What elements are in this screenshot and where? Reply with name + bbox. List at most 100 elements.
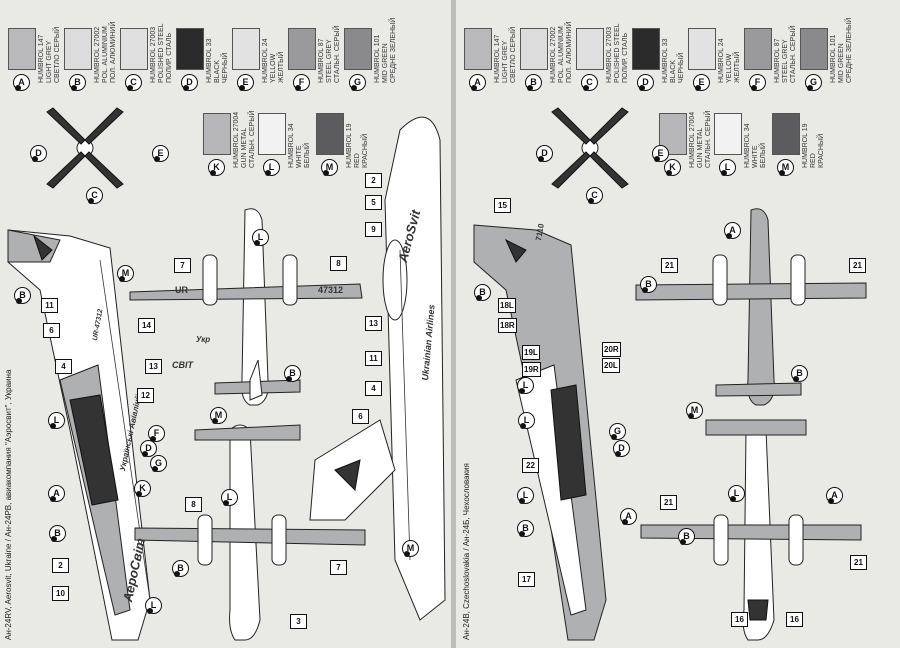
decal-number: 12: [137, 388, 154, 403]
color-callout: M: [117, 265, 134, 282]
bottom-view-aircraft: [640, 419, 862, 641]
color-callout: B: [49, 525, 66, 542]
paint-label: HUMBROL 34: [288, 123, 295, 168]
paint-label: LIGHT GREY: [46, 40, 53, 83]
paint-swatch: [714, 113, 742, 155]
decal-number: 19R: [522, 362, 541, 377]
paint-label: MID GREEN: [382, 43, 389, 83]
top-view-aircraft: [129, 208, 363, 406]
color-callout: L: [221, 489, 238, 506]
svit-marking: СВІТ: [172, 360, 193, 370]
color-callout: F: [148, 425, 165, 442]
decal-number: 8: [330, 256, 347, 271]
color-callout: L: [252, 229, 269, 246]
paint-swatch: [203, 113, 231, 155]
tail-code-marking: 47312: [318, 285, 344, 295]
paint-code-badge: E: [237, 74, 254, 91]
decal-number: 16: [786, 612, 803, 627]
paint-label: СТАЛЬН. СЕРЫЙ: [334, 25, 341, 83]
paint-swatch: [258, 113, 286, 155]
decal-number: 21: [850, 555, 867, 570]
decal-number: 15: [494, 198, 511, 213]
paint-label: HUMBROL 147: [38, 34, 45, 83]
color-callout: G: [609, 423, 626, 440]
color-callout: B: [640, 276, 657, 293]
paint-swatch: [344, 28, 372, 70]
decal-number: 3: [290, 614, 307, 629]
paint-label: HUMBROL 27003: [150, 26, 157, 83]
paint-label: GUN METAL: [697, 127, 704, 168]
color-callout: D: [140, 440, 157, 457]
color-callout: B: [678, 528, 695, 545]
aircraft-drawings-right: [473, 107, 867, 641]
paint-swatch: [176, 28, 204, 70]
color-callout: L: [728, 485, 745, 502]
color-callout: C: [86, 187, 103, 204]
decal-number: 19L: [522, 345, 540, 360]
color-callout: M: [402, 540, 419, 557]
paint-label: ПОЛ. АЛЮМИНИЙ: [110, 21, 117, 83]
decal-number: 4: [365, 381, 382, 396]
decal-number: 7: [330, 560, 347, 575]
decal-number: 6: [43, 323, 60, 338]
paint-label: СТАЛЬН. СЕРЫЙ: [790, 25, 797, 83]
decal-number: 20L: [602, 358, 620, 373]
paint-label: HUMBROL 34: [744, 123, 751, 168]
paint-label: СВЕТЛО СЕРЫЙ: [54, 26, 61, 83]
color-callout: A: [620, 508, 637, 525]
color-callout: D: [613, 440, 630, 457]
paint-swatch: [64, 28, 92, 70]
paint-label: ЖЕЛТЫЙ: [734, 51, 741, 83]
sheet-caption-left: Ан-24RV, Aerosvit, Ukraine / Ан-24РВ, ав…: [4, 369, 13, 640]
side-view-aircraft: [7, 229, 151, 641]
color-callout: L: [145, 597, 162, 614]
color-callout: L: [518, 412, 535, 429]
color-callout: K: [134, 480, 151, 497]
decal-number: 9: [365, 222, 382, 237]
color-callout: A: [826, 487, 843, 504]
aircraft-drawings-left: [7, 107, 446, 641]
decal-number: 10: [52, 586, 69, 601]
paint-swatch: [288, 28, 316, 70]
decal-number: 11: [365, 351, 382, 366]
color-callout: A: [724, 222, 741, 239]
color-callout: B: [14, 287, 31, 304]
paint-code-badge: B: [525, 74, 542, 91]
paint-code-badge: K: [208, 159, 225, 176]
paint-label: HUMBROL 101: [374, 34, 381, 83]
decal-number: 17: [518, 572, 535, 587]
color-callout: C: [586, 187, 603, 204]
paint-code-badge: L: [719, 159, 736, 176]
paint-swatch: [464, 28, 492, 70]
paint-label: КРАСНЫЙ: [818, 133, 825, 168]
paint-code-badge: A: [469, 74, 486, 91]
paint-label: WHITE: [296, 145, 303, 168]
paint-swatch: [316, 113, 344, 155]
paint-label: HUMBROL 33: [662, 38, 669, 83]
paint-code-badge: G: [349, 74, 366, 91]
paint-swatch: [576, 28, 604, 70]
paint-label: STEEL GREY: [326, 39, 333, 83]
color-callout: B: [517, 520, 534, 537]
paint-swatch: [8, 28, 36, 70]
decal-number: 13: [145, 359, 162, 374]
paint-code-badge: C: [125, 74, 142, 91]
paint-code-badge: C: [581, 74, 598, 91]
color-callout: B: [172, 560, 189, 577]
propeller-icon: [46, 107, 124, 189]
ukr-marking: Укр: [196, 335, 211, 344]
decal-number: 7: [174, 258, 191, 273]
color-callout: L: [517, 377, 534, 394]
paint-code-badge: G: [805, 74, 822, 91]
decal-number: 2: [365, 173, 382, 188]
paint-label: HUMBROL 27004: [689, 111, 696, 168]
paint-label: HUMBROL 33: [206, 38, 213, 83]
paint-label: BLACK: [670, 60, 677, 83]
paint-swatch: [800, 28, 828, 70]
color-callout: M: [686, 402, 703, 419]
paint-code-badge: D: [181, 74, 198, 91]
bottom-view-aircraft: [134, 424, 366, 641]
paint-label: БЕЛЫЙ: [304, 142, 311, 168]
paint-label: ЖЕЛТЫЙ: [278, 51, 285, 83]
